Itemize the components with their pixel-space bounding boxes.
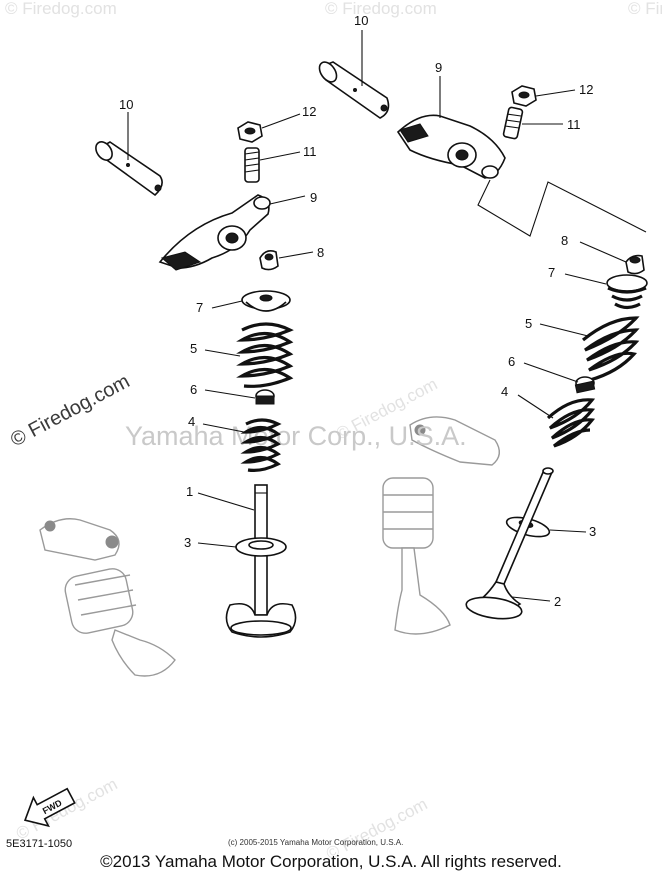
label-left-10: 10 — [119, 97, 133, 112]
leader-line — [261, 113, 301, 129]
label-left-11: 11 — [303, 144, 317, 159]
label-right-7: 7 — [548, 265, 555, 280]
spring-seat-left — [235, 537, 287, 557]
label-right-10: 10 — [354, 13, 368, 28]
leader-line — [211, 300, 243, 309]
label-left-5: 5 — [190, 341, 197, 356]
label-right-5: 5 — [525, 316, 532, 331]
faint-watermark: © Firedog.com — [325, 0, 437, 18]
leader-line — [549, 529, 587, 533]
rocker-shaft-left — [95, 141, 163, 197]
locknut-left — [237, 121, 263, 143]
rocker-arm-left — [158, 194, 271, 271]
exhaust-valve — [465, 467, 554, 620]
valve-stem-seal-right — [574, 376, 596, 394]
rocker-shaft-right — [318, 61, 390, 119]
label-right-4: 4 — [501, 384, 508, 399]
spring-retainer-left — [241, 290, 291, 312]
leader-line — [579, 241, 627, 263]
part-code: 5E3171-1050 — [6, 838, 73, 850]
locknut-right — [511, 85, 537, 107]
leader-line — [517, 394, 554, 419]
leader-line — [564, 273, 607, 285]
inner-spring-left — [240, 418, 282, 472]
yamaha-watermark: Yamaha Motor Corp., U.S.A. — [125, 421, 467, 451]
ghost-assembly-center — [382, 416, 500, 635]
label-left-1: 1 — [186, 484, 193, 499]
label-left-9: 9 — [310, 190, 317, 205]
label-right-2: 2 — [554, 594, 561, 609]
leader-line — [204, 389, 256, 399]
leader-line — [204, 349, 241, 357]
label-right-12: 12 — [579, 82, 593, 97]
leader-line — [259, 151, 301, 161]
firedog-watermark: © Firedog.com — [7, 370, 133, 451]
label-right-6: 6 — [508, 354, 515, 369]
rocker-arm-right — [396, 114, 506, 179]
faint-watermark: © Firedog.com — [628, 0, 662, 18]
label-right-11: 11 — [567, 117, 581, 132]
label-right-3: 3 — [589, 524, 596, 539]
label-left-3: 3 — [184, 535, 191, 550]
leader-line — [197, 542, 237, 548]
label-left-7: 7 — [196, 300, 203, 315]
outer-spring-left — [236, 322, 294, 388]
faint-watermark: © Firedog.com — [5, 0, 117, 18]
leader-line — [539, 323, 589, 337]
bracket-line — [477, 179, 647, 237]
valve-stem-seal-left — [255, 389, 275, 405]
label-right-9: 9 — [435, 60, 442, 75]
valve-pad-right — [625, 254, 645, 275]
leader-line — [523, 362, 579, 383]
ghost-assembly-left — [39, 518, 176, 677]
small-copyright: (c) 2005-2015 Yamaha Motor Corporation, … — [228, 838, 404, 847]
adjusting-screw-right — [502, 106, 524, 140]
copyright-notice: ©2013 Yamaha Motor Corporation, U.S.A. A… — [100, 852, 562, 871]
outer-spring-right — [581, 316, 640, 382]
adjusting-screw-left — [244, 147, 260, 183]
label-right-8: 8 — [561, 233, 568, 248]
leader-line — [202, 423, 245, 433]
label-left-4: 4 — [188, 414, 195, 429]
leader-line — [278, 251, 314, 259]
label-left-12: 12 — [302, 104, 316, 119]
label-left-6: 6 — [190, 382, 197, 397]
label-left-8: 8 — [317, 245, 324, 260]
spring-retainer-right — [606, 274, 648, 310]
leader-line — [511, 596, 551, 602]
leader-line — [197, 492, 255, 511]
leader-line — [269, 195, 306, 205]
valve-pad-left — [259, 250, 279, 271]
inner-spring-right — [546, 398, 596, 448]
intake-valve — [225, 484, 297, 638]
leader-line — [535, 89, 576, 97]
forward-arrow-icon: FWD — [23, 787, 76, 828]
